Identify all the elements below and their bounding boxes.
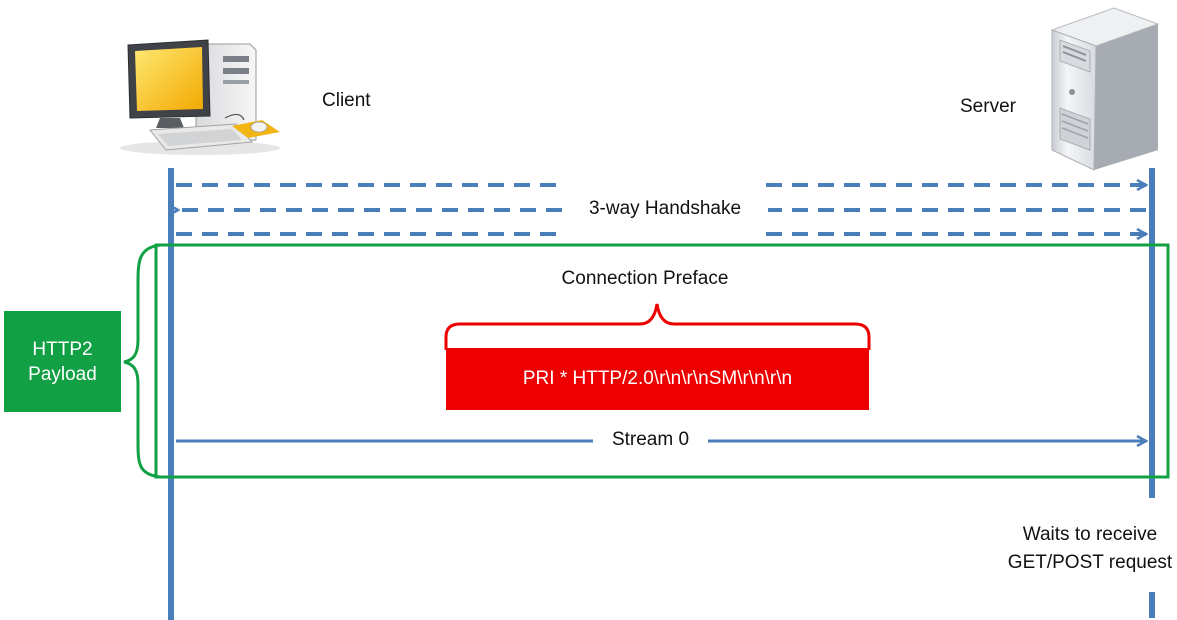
server-label: Server — [960, 96, 1016, 117]
connection-preface-box: PRI * HTTP/2.0\r\n\r\nSM\r\n\r\n — [446, 348, 869, 410]
payload-brace — [123, 243, 161, 479]
stream-0-label: Stream 0 — [593, 429, 708, 451]
server-waits-note: Waits to receive GET/POST request — [995, 521, 1177, 577]
payload-frame — [154, 243, 1170, 479]
tower-server-icon — [1050, 7, 1160, 171]
http2-payload-line2: Payload — [28, 363, 97, 385]
connection-preface-value: PRI * HTTP/2.0\r\n\r\nSM\r\n\r\n — [522, 368, 793, 389]
client-label: Client — [322, 90, 371, 111]
preface-brace — [444, 303, 871, 350]
server-waits-line1: Waits to receive — [1022, 524, 1158, 545]
http2-payload-line1: HTTP2 — [32, 338, 93, 360]
http2-payload-box: HTTP2 Payload — [4, 311, 121, 412]
handshake-label: 3-way Handshake — [565, 198, 765, 220]
server-waits-line2: GET/POST request — [1007, 552, 1173, 573]
connection-preface-label: Connection Preface — [561, 268, 729, 289]
desktop-computer-icon — [120, 39, 280, 155]
handshake-arrows — [176, 185, 1146, 234]
